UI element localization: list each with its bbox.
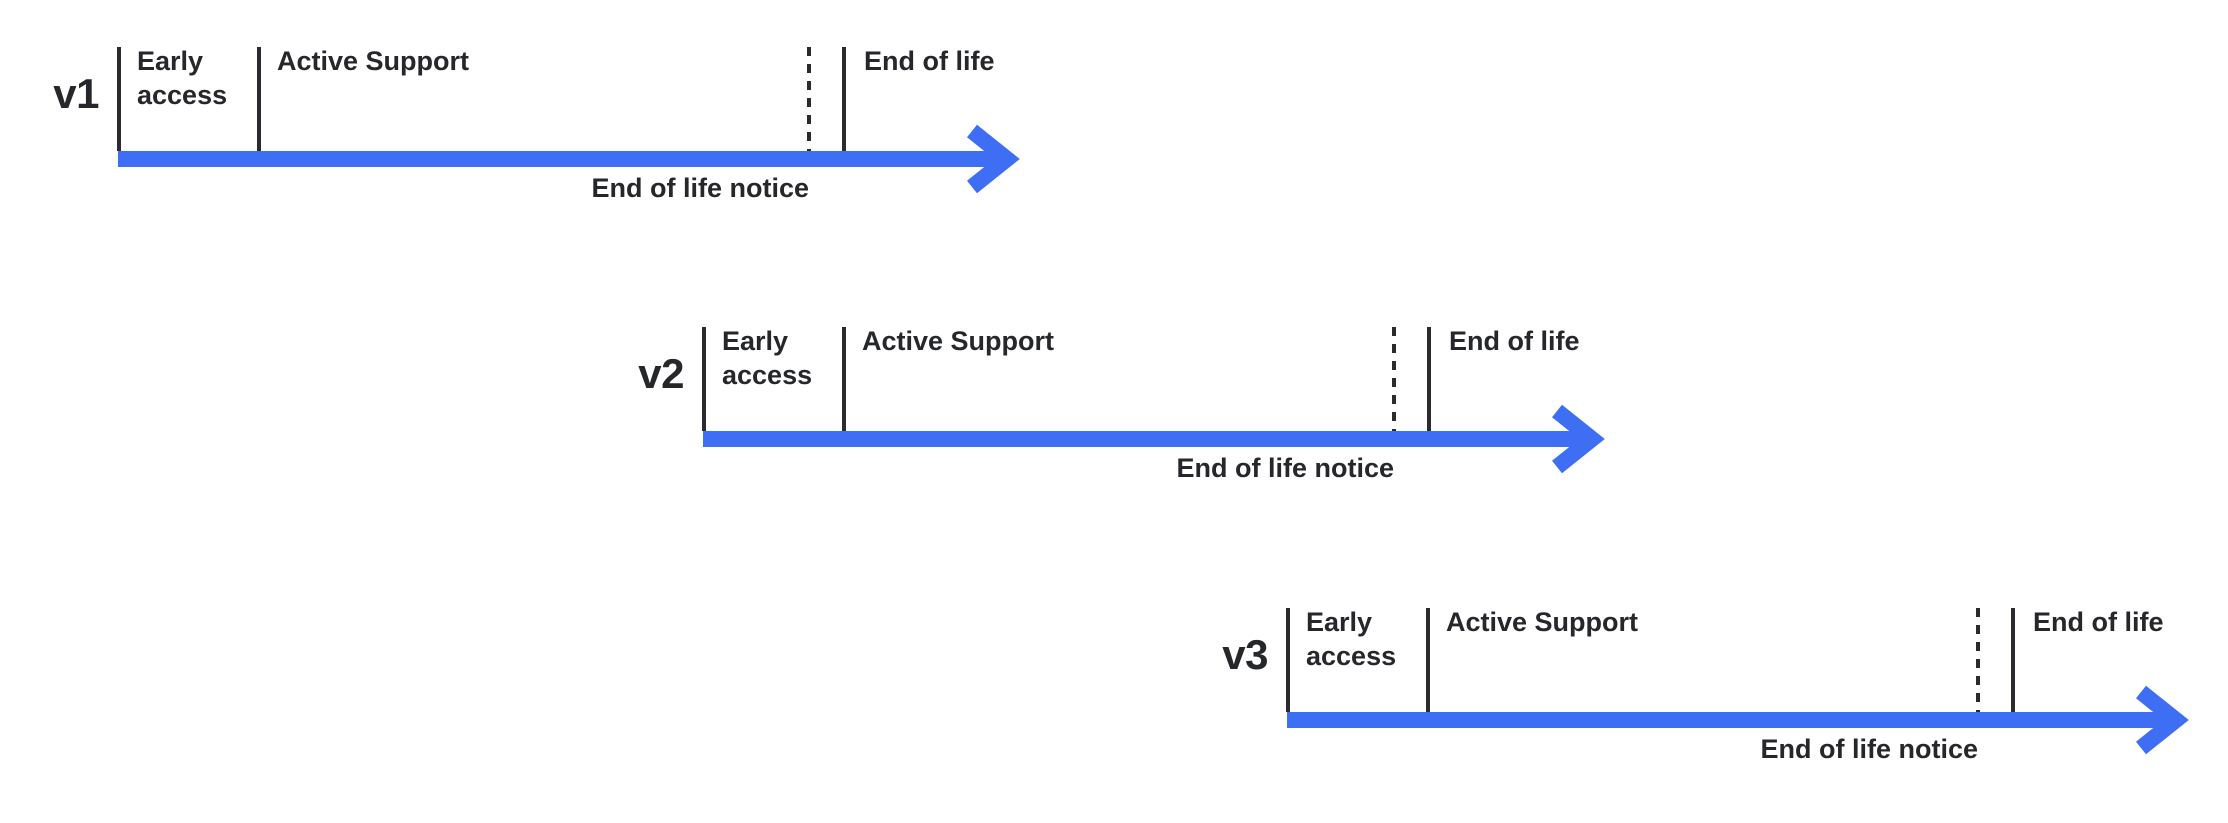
version-label: v3: [1222, 631, 1268, 678]
timeline-graphic: [702, 327, 1605, 474]
end-of-life-notice-label: End of life notice: [591, 173, 809, 203]
timeline-graphic: [117, 47, 1020, 194]
phase-end-of-life-label: End of life: [864, 46, 995, 76]
end-of-life-notice-label: End of life notice: [1760, 734, 1978, 764]
phase-end-of-life-label: End of life: [2033, 607, 2164, 637]
timeline-row-v3: v3 Early access Active Support End of li…: [1186, 583, 2206, 823]
end-of-life-notice-label: End of life notice: [1176, 453, 1394, 483]
version-label: v1: [53, 70, 99, 117]
phase-early-access-label: Early access: [1306, 607, 1397, 671]
phase-active-support-label: Active Support: [1446, 607, 1639, 637]
phase-active-support-label: Active Support: [277, 46, 470, 76]
timeline-row-v2: v2 Early access Active Support End of li…: [602, 302, 1622, 542]
timeline-arrow-head-icon: [1552, 404, 1605, 474]
timeline-row-v1: v1 Early access Active Support End of li…: [17, 22, 1037, 262]
phase-end-of-life-label: End of life: [1449, 326, 1580, 356]
version-label: v2: [638, 350, 684, 397]
phase-early-access-label: Early access: [137, 46, 228, 110]
timeline-arrow-head-icon: [967, 124, 1020, 194]
timeline-graphic: [1286, 608, 2189, 755]
phase-active-support-label: Active Support: [862, 326, 1055, 356]
timeline-arrow-head-icon: [2136, 685, 2189, 755]
phase-early-access-label: Early access: [722, 326, 813, 390]
